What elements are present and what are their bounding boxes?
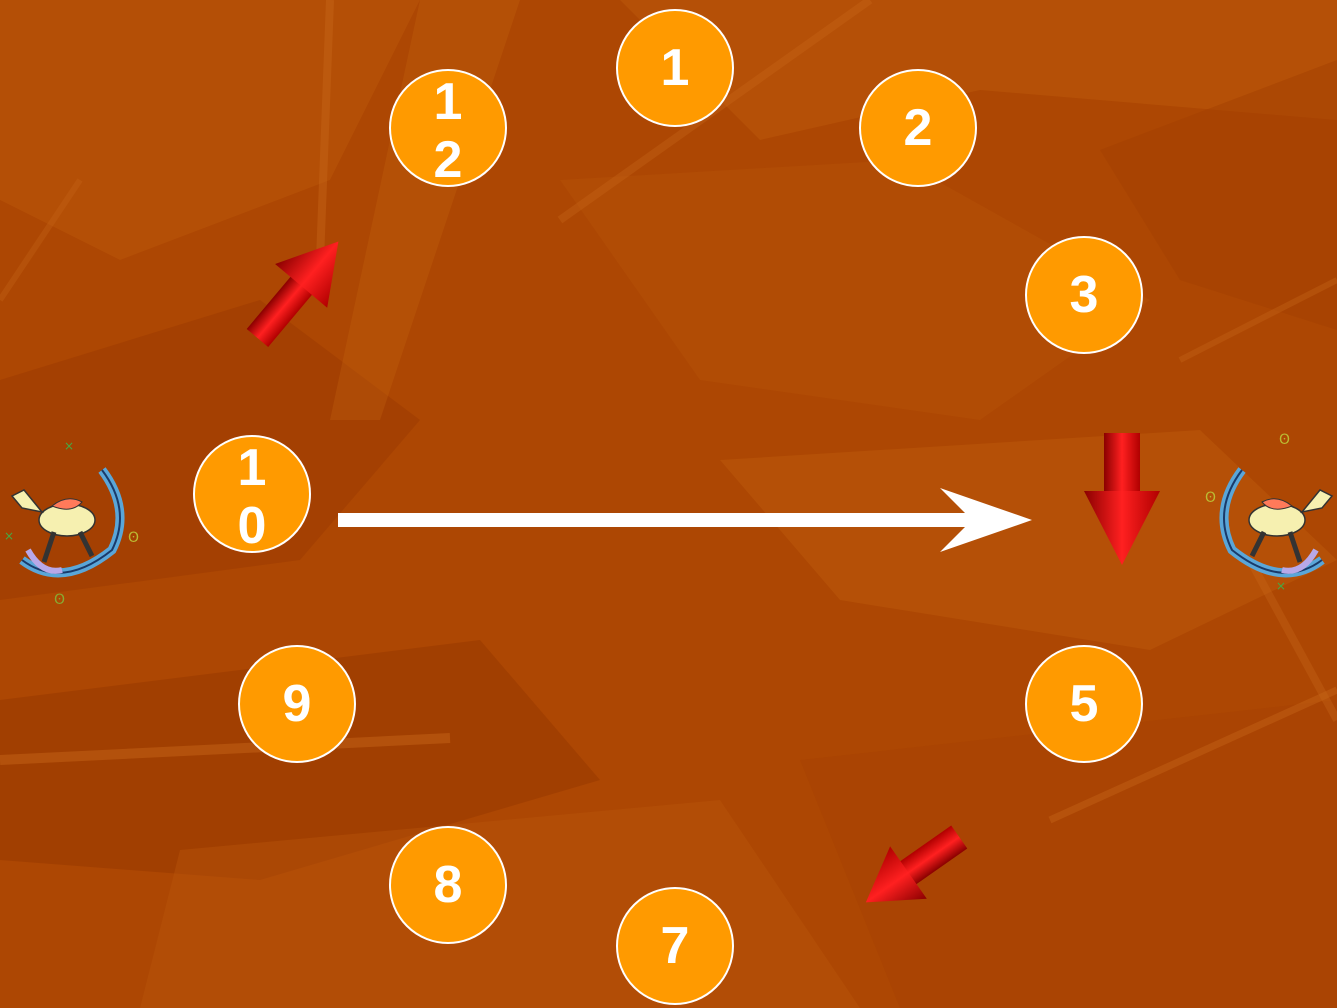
clock-number-8[interactable]: 8 <box>389 826 507 944</box>
clock-number-2[interactable]: 2 <box>859 69 977 187</box>
clock-number-3[interactable]: 3 <box>1025 236 1143 354</box>
clock-number-7[interactable]: 7 <box>616 887 734 1005</box>
clock-number-5[interactable]: 5 <box>1025 645 1143 763</box>
clock-number-10[interactable]: 10 <box>193 435 311 553</box>
clock-number-12[interactable]: 12 <box>389 69 507 187</box>
clock-number-1[interactable]: 1 <box>616 9 734 127</box>
clock-number-9[interactable]: 9 <box>238 645 356 763</box>
